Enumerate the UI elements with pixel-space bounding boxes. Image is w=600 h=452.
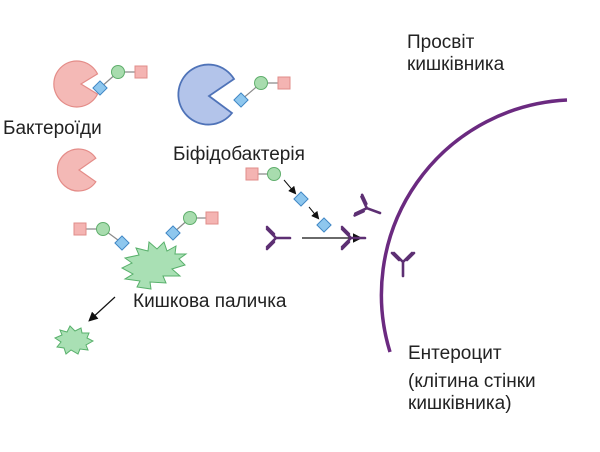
antibody-inside-1 xyxy=(353,193,386,225)
ecoli-bound-molecule-left xyxy=(73,222,130,251)
bifidobacterium-bound-molecule xyxy=(233,76,291,108)
bacteroides-bound-molecule xyxy=(92,65,148,96)
ecoli-bound-molecule-right xyxy=(165,211,219,241)
bacteroides-bacterium-lower xyxy=(56,148,97,192)
lumen-label-line1: Просвіт xyxy=(407,32,475,53)
bifidobacterium xyxy=(177,63,236,126)
ecoli-label: Кишкова паличка xyxy=(133,291,287,312)
antibody-inside-3 xyxy=(390,251,416,278)
bacteroides-bacterium-upper xyxy=(53,60,99,108)
enterocyte-label-line3: кишківника) xyxy=(408,393,512,414)
antibody-lumen xyxy=(265,225,292,251)
lumen-label-line2: кишківника xyxy=(407,54,505,75)
ecoli-small-bacterium xyxy=(53,325,95,355)
enterocyte-label-line1: Ентероцит xyxy=(408,343,502,364)
enterocyte-label-line2: (клітина стінки xyxy=(408,371,536,392)
bacteroides-label: Бактероїди xyxy=(3,118,102,139)
bifidobacteria-label: Біфідобактерія xyxy=(173,144,305,165)
enterocyte-membrane xyxy=(379,98,568,353)
ecoli-excretion-arrow xyxy=(88,296,116,322)
cleaved-molecule xyxy=(245,167,332,233)
ecoli-bacterium xyxy=(120,240,188,290)
